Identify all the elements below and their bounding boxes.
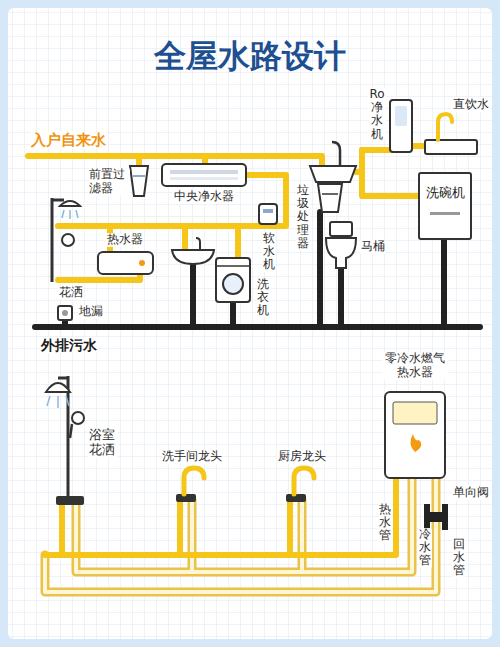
part-label: 单向阀 — [452, 486, 490, 500]
part-label: Ro净水机 — [368, 88, 386, 141]
part-label: 热水器 — [106, 233, 144, 247]
part-label: 花洒 — [58, 286, 84, 300]
part-label: 洗衣机 — [256, 278, 270, 318]
part-label: 冷水管 — [418, 528, 432, 568]
part-label: 软水机 — [262, 232, 276, 272]
part-label: 浴室花洒 — [88, 428, 118, 458]
part-label: 地漏 — [78, 305, 104, 319]
part-label: 入户自来水 — [30, 132, 107, 149]
door-handle — [430, 212, 460, 215]
part-label: 热水管 — [378, 503, 392, 543]
part-label: 厨房龙头 — [277, 450, 327, 464]
part-label: 垃圾处理器 — [296, 184, 310, 250]
part-label: 洗手间龙头 — [161, 450, 223, 464]
part-label: 外排污水 — [40, 337, 98, 353]
title: 全屋水路设计 — [154, 38, 346, 75]
node-text: 洗碗机 — [426, 184, 465, 202]
part-label: 直饮水 — [452, 98, 490, 112]
part-label: 中央净水器 — [173, 190, 235, 204]
part-label: 前置过滤器 — [88, 168, 130, 196]
appliance-box: 洗碗机 — [418, 172, 472, 240]
part-label: 零冷水燃气热水器 — [382, 352, 448, 380]
part-label: 马桶 — [360, 240, 386, 254]
part-label: 回水管 — [452, 538, 466, 578]
